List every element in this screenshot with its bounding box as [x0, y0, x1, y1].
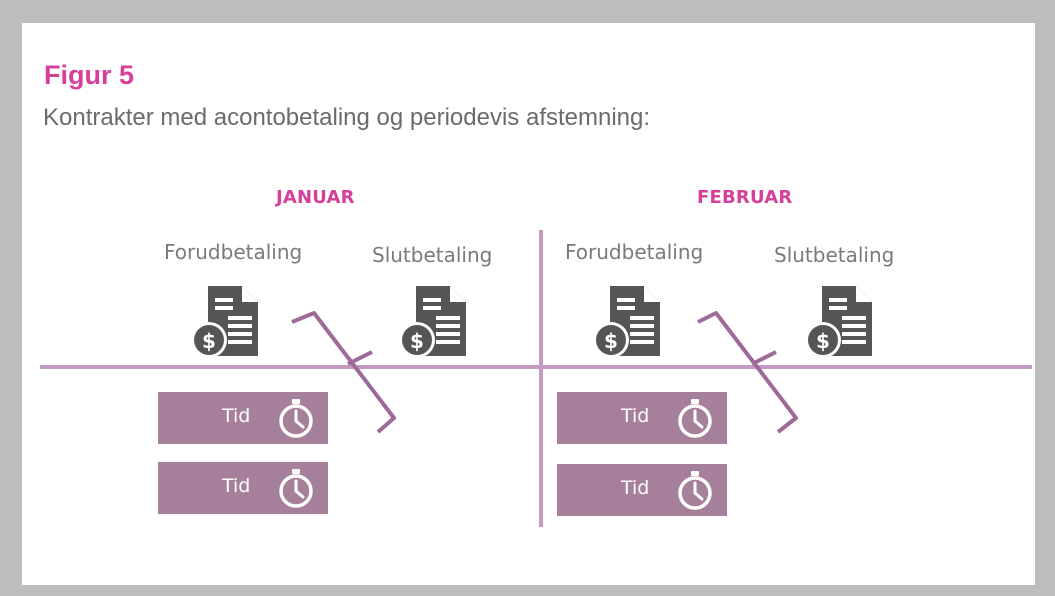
stopwatch-icon [279, 469, 313, 508]
time-block-februar-1: Tid [557, 392, 727, 444]
svg-text:$: $ [410, 329, 424, 353]
bracket-tick-januar [347, 350, 373, 366]
final-payment-label-februar: Slutbetaling [774, 243, 895, 267]
invoice-dollar-icon: $ [593, 286, 660, 358]
prepayment-label-februar: Forudbetaling [565, 240, 704, 264]
bracket-tick-februar [751, 350, 777, 366]
time-block-februar-2: Tid [557, 464, 727, 516]
svg-text:$: $ [202, 329, 216, 353]
time-block-label: Tid [621, 477, 650, 499]
prepayment-label-januar: Forudbetaling [164, 240, 303, 264]
invoice-dollar-icon: $ [399, 286, 466, 358]
month-label-februar: FEBRUAR [697, 187, 793, 208]
stopwatch-icon [678, 399, 712, 438]
svg-text:$: $ [816, 329, 830, 353]
time-block-label: Tid [222, 405, 251, 427]
time-block-label: Tid [222, 475, 251, 497]
month-label-januar: JANUAR [276, 187, 355, 208]
final-payment-label-januar: Slutbetaling [372, 243, 493, 267]
svg-text:$: $ [604, 329, 618, 353]
time-block-januar-2: Tid [158, 462, 328, 514]
invoice-dollar-icon: $ [805, 286, 872, 358]
figure-subtitle: Kontrakter med acontobetaling og periode… [43, 104, 651, 131]
stopwatch-icon [279, 399, 313, 438]
time-block-label: Tid [621, 405, 650, 427]
reconciliation-bracket-januar [291, 311, 396, 434]
stopwatch-icon [678, 471, 712, 510]
figure-title: Figur 5 [44, 60, 135, 90]
reconciliation-bracket-februar [697, 311, 798, 434]
time-block-januar-1: Tid [158, 392, 328, 444]
invoice-dollar-icon: $ [191, 286, 258, 358]
